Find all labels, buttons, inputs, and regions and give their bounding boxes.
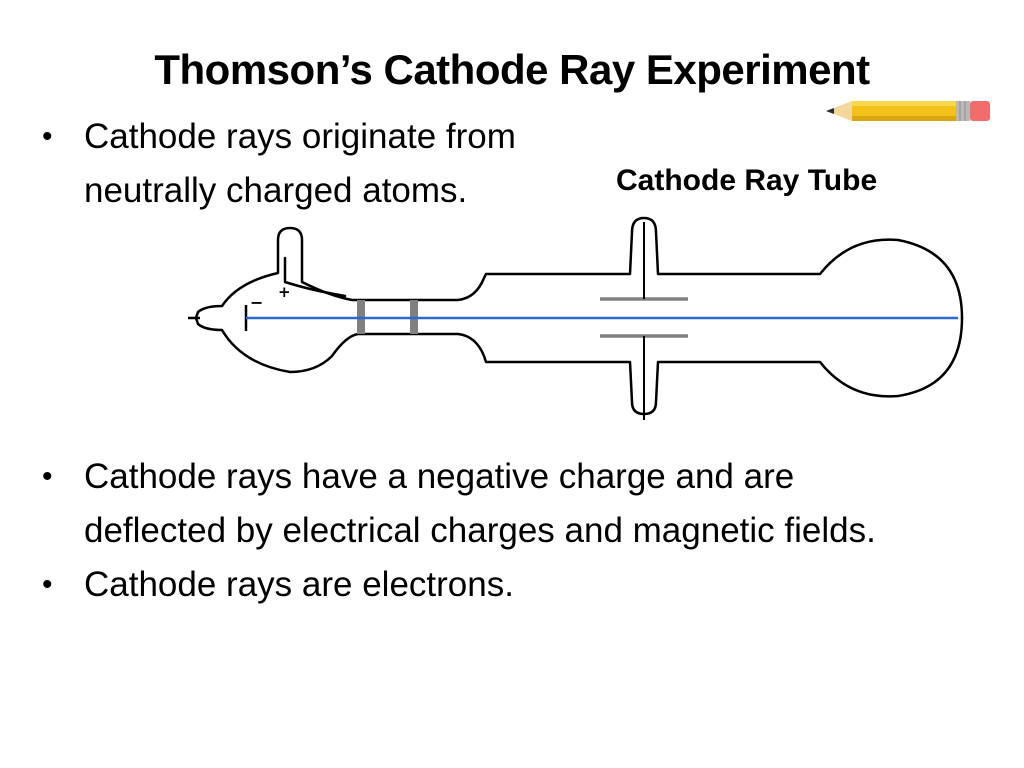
bullet-text: Cathode rays have a negative charge and … <box>84 457 876 550</box>
bullet-item: • Cathode rays have a negative charge an… <box>40 450 940 558</box>
bullet-item: • Cathode rays originate from neutrally … <box>40 110 530 218</box>
bullet-dot: • <box>42 460 53 493</box>
bullet-list-bottom: • Cathode rays have a negative charge an… <box>40 450 940 612</box>
bullet-list-top: • Cathode rays originate from neutrally … <box>40 110 530 218</box>
bullet-dot: • <box>42 568 53 601</box>
pencil-icon <box>826 101 990 121</box>
bullet-text: Cathode rays originate from neutrally ch… <box>84 117 516 210</box>
minus-sign: − <box>250 293 263 312</box>
tube-outline-bottom <box>194 316 964 416</box>
slide-title: Thomson’s Cathode Ray Experiment <box>154 46 870 93</box>
plus-sign: + <box>278 283 291 301</box>
bullet-dot: • <box>42 120 53 153</box>
bullet-text: Cathode rays are electrons. <box>84 565 514 604</box>
tube-outline-top <box>194 216 964 320</box>
diagram-label: Cathode Ray Tube <box>616 164 878 197</box>
bullet-item: • Cathode rays are electrons. <box>40 558 940 612</box>
